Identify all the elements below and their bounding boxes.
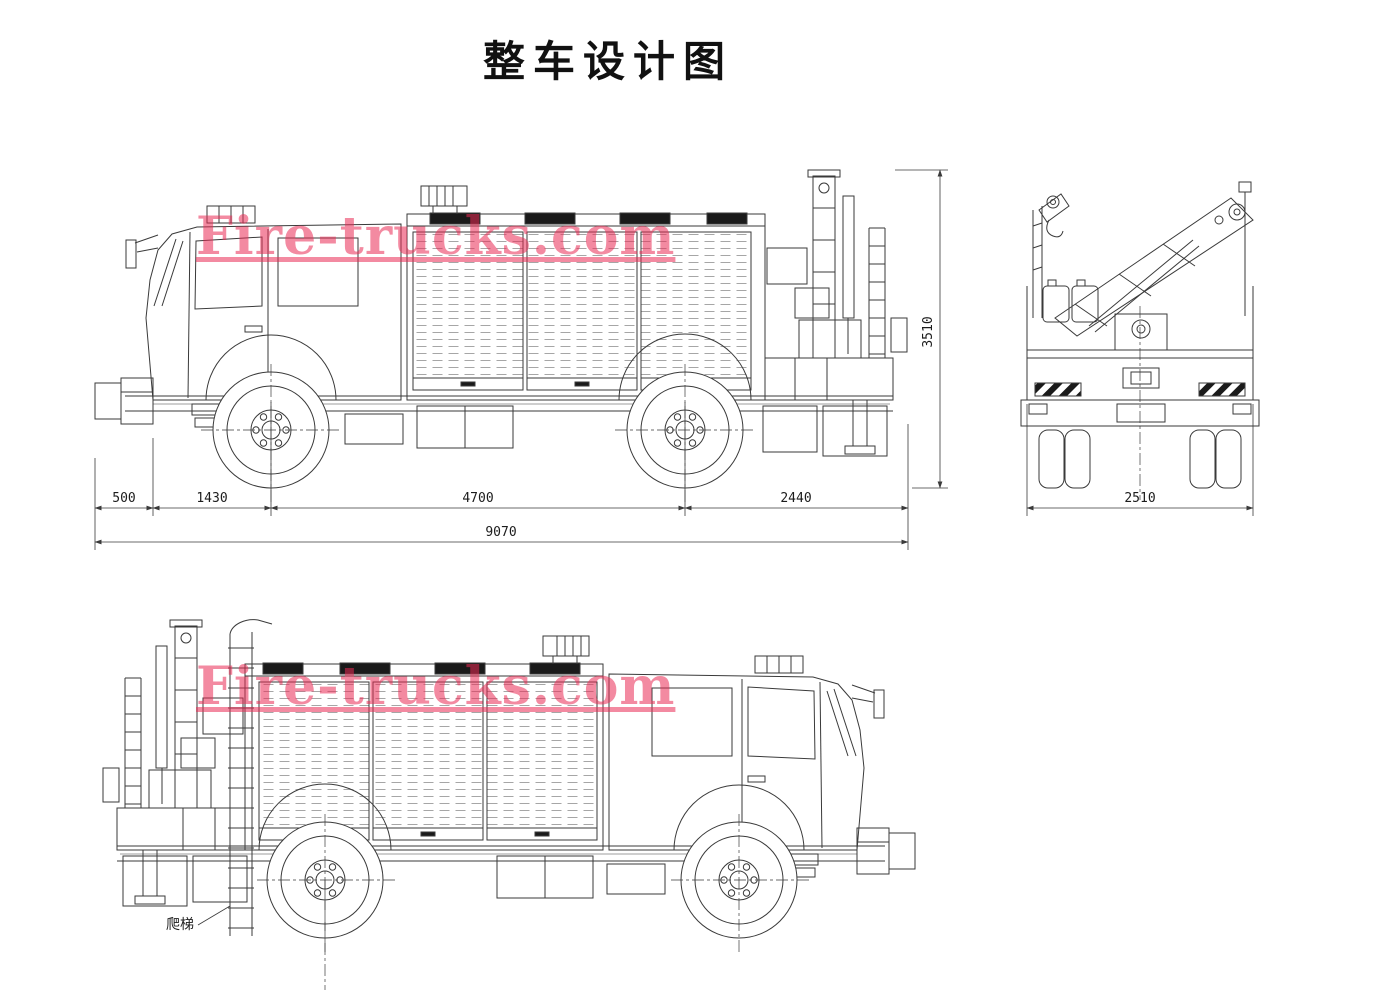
dim-overall-length: 9070 xyxy=(485,525,516,540)
rear-view-truck: 2510 xyxy=(1020,181,1260,516)
side-view-truck xyxy=(95,170,907,502)
page-title: 整车设计图 xyxy=(482,37,734,86)
left-side-view-truck xyxy=(103,620,915,952)
ladder-callout: 爬梯 xyxy=(166,905,231,933)
dim-front-overhang: 500 xyxy=(112,491,135,506)
side-view-dimensions: 500 1430 4700 2440 9070 3510 xyxy=(94,169,948,550)
access-ladder xyxy=(228,619,273,936)
dim-overall-height: 3510 xyxy=(921,316,936,347)
dim-bumper-to-front-axle: 1430 xyxy=(196,491,227,506)
dim-wheelbase: 4700 xyxy=(462,491,493,506)
dim-rear-overhang: 2440 xyxy=(780,491,811,506)
dim-overall-width: 2510 xyxy=(1124,491,1155,506)
ladder-label: 爬梯 xyxy=(166,917,194,933)
rear-view-dimensions: 2510 xyxy=(1026,404,1254,516)
